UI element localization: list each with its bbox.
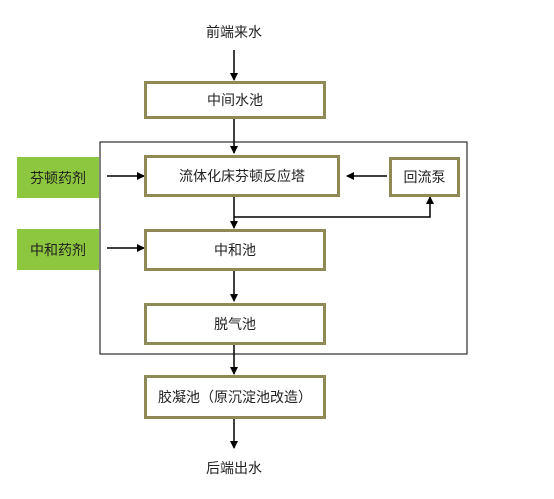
fenton-reactor-box: 流体化床芬顿反应塔 bbox=[144, 155, 340, 197]
degassing-tank-box: 脱气池 bbox=[144, 303, 326, 345]
arrow-recirculation-to-reflux-pump bbox=[234, 196, 434, 218]
outflow-label: 后端出水 bbox=[206, 461, 262, 477]
fenton-reagent-box: 芬顿药剂 bbox=[17, 157, 99, 198]
neutralization-tank-box: 中和池 bbox=[144, 229, 326, 271]
coagulation-tank-box: 胶凝池（原沉淀池改造） bbox=[144, 375, 326, 419]
inflow-label: 前端来水 bbox=[206, 25, 262, 41]
reflux-pump-box: 回流泵 bbox=[389, 157, 460, 197]
treatment-unit-frame bbox=[99, 141, 468, 355]
neutralizing-agent-box: 中和药剂 bbox=[17, 229, 99, 270]
intermediate-tank-box: 中间水池 bbox=[144, 81, 326, 119]
